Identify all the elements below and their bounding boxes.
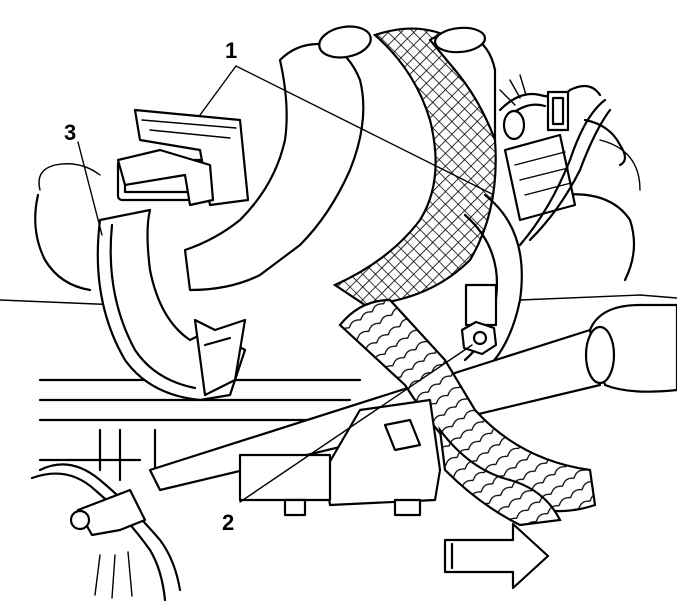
direction-arrow (443, 522, 550, 590)
callout-3: 3 (64, 120, 76, 145)
callout-2: 2 (222, 510, 234, 535)
leader-lines (77, 65, 493, 503)
lower-block (238, 398, 442, 517)
left-wire-clip (30, 463, 182, 602)
mounting-nut-assembly (460, 283, 498, 356)
hose-clamp (96, 108, 250, 402)
upper-hose-right (428, 26, 497, 142)
background-body (0, 139, 677, 306)
corrugated-conduit (338, 298, 597, 527)
callout-1: 1 (225, 38, 237, 63)
upper-hose (183, 25, 372, 292)
wiring-harness (498, 74, 627, 247)
